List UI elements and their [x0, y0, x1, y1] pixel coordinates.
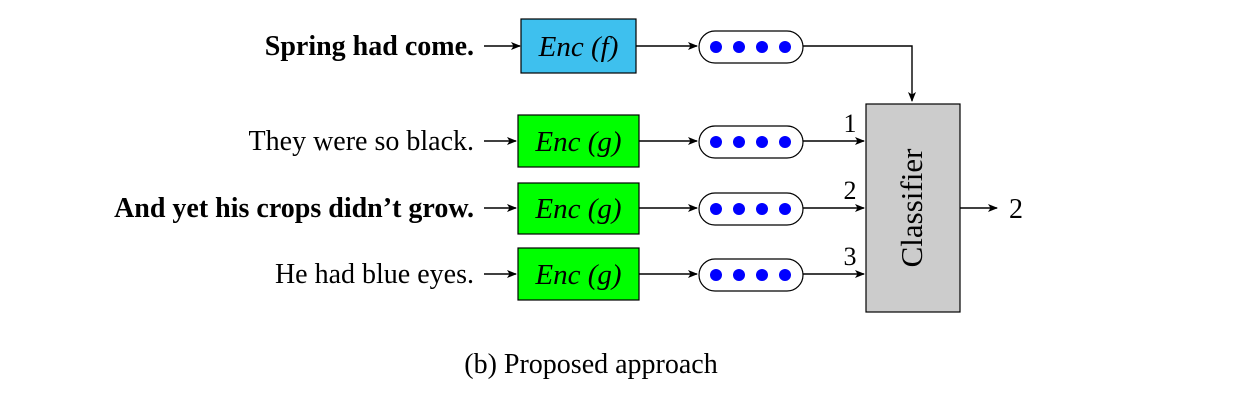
encoder-3-label: Enc (g)	[534, 259, 621, 291]
figure-caption: (b) Proposed approach	[464, 349, 717, 380]
encoder-2-label: Enc (g)	[534, 193, 621, 225]
embedding-0-dot-2	[733, 41, 745, 53]
row-2: And yet his crops didn’t grow. Enc (g) 2	[114, 176, 865, 235]
embedding-2-dot-4	[779, 203, 791, 215]
output-label: 2	[1009, 194, 1023, 225]
embedding-2-dot-1	[710, 203, 722, 215]
input-label-3: 3	[844, 242, 857, 271]
embedding-3	[698, 258, 804, 292]
classifier-box	[865, 103, 961, 313]
classifier-label: Classifier	[894, 148, 929, 267]
sentence-1: They were so black.	[249, 126, 474, 157]
row-1: They were so black. Enc (g) 1	[249, 109, 865, 168]
embedding-0-dot-4	[779, 41, 791, 53]
embedding-0	[698, 30, 804, 64]
embedding-1	[698, 125, 804, 159]
embedding-0-dot-1	[710, 41, 722, 53]
encoder-g-box-3	[517, 247, 640, 301]
sentence-3: He had blue eyes.	[275, 259, 474, 290]
input-label-1: 1	[844, 109, 857, 138]
embedding-2-dot-3	[756, 203, 768, 215]
embedding-1-dot-3	[756, 136, 768, 148]
embedding-1-dot-2	[733, 136, 745, 148]
input-label-2: 2	[844, 176, 857, 205]
embedding-3-dot-1	[710, 269, 722, 281]
embedding-3-dot-2	[733, 269, 745, 281]
embedding-0-dot-3	[756, 41, 768, 53]
embedding-2	[698, 192, 804, 226]
encoder-1-label: Enc (g)	[534, 126, 621, 158]
row-0: Spring had come. Enc (f)	[265, 18, 916, 102]
row-3: He had blue eyes. Enc (g) 3	[275, 242, 865, 301]
arrow-embedding-0-to-classifier	[803, 45, 916, 102]
embedding-3-dot-3	[756, 269, 768, 281]
embedding-1-dot-4	[779, 136, 791, 148]
embedding-2-dot-2	[733, 203, 745, 215]
encoder-0-label: Enc (f)	[538, 31, 619, 63]
sentence-2: And yet his crops didn’t grow.	[114, 193, 474, 224]
encoder-g-box-2	[517, 182, 640, 235]
embedding-1-dot-1	[710, 136, 722, 148]
sentence-0: Spring had come.	[265, 31, 474, 62]
classifier: Classifier 2	[865, 103, 1023, 313]
embedding-3-dot-4	[779, 269, 791, 281]
